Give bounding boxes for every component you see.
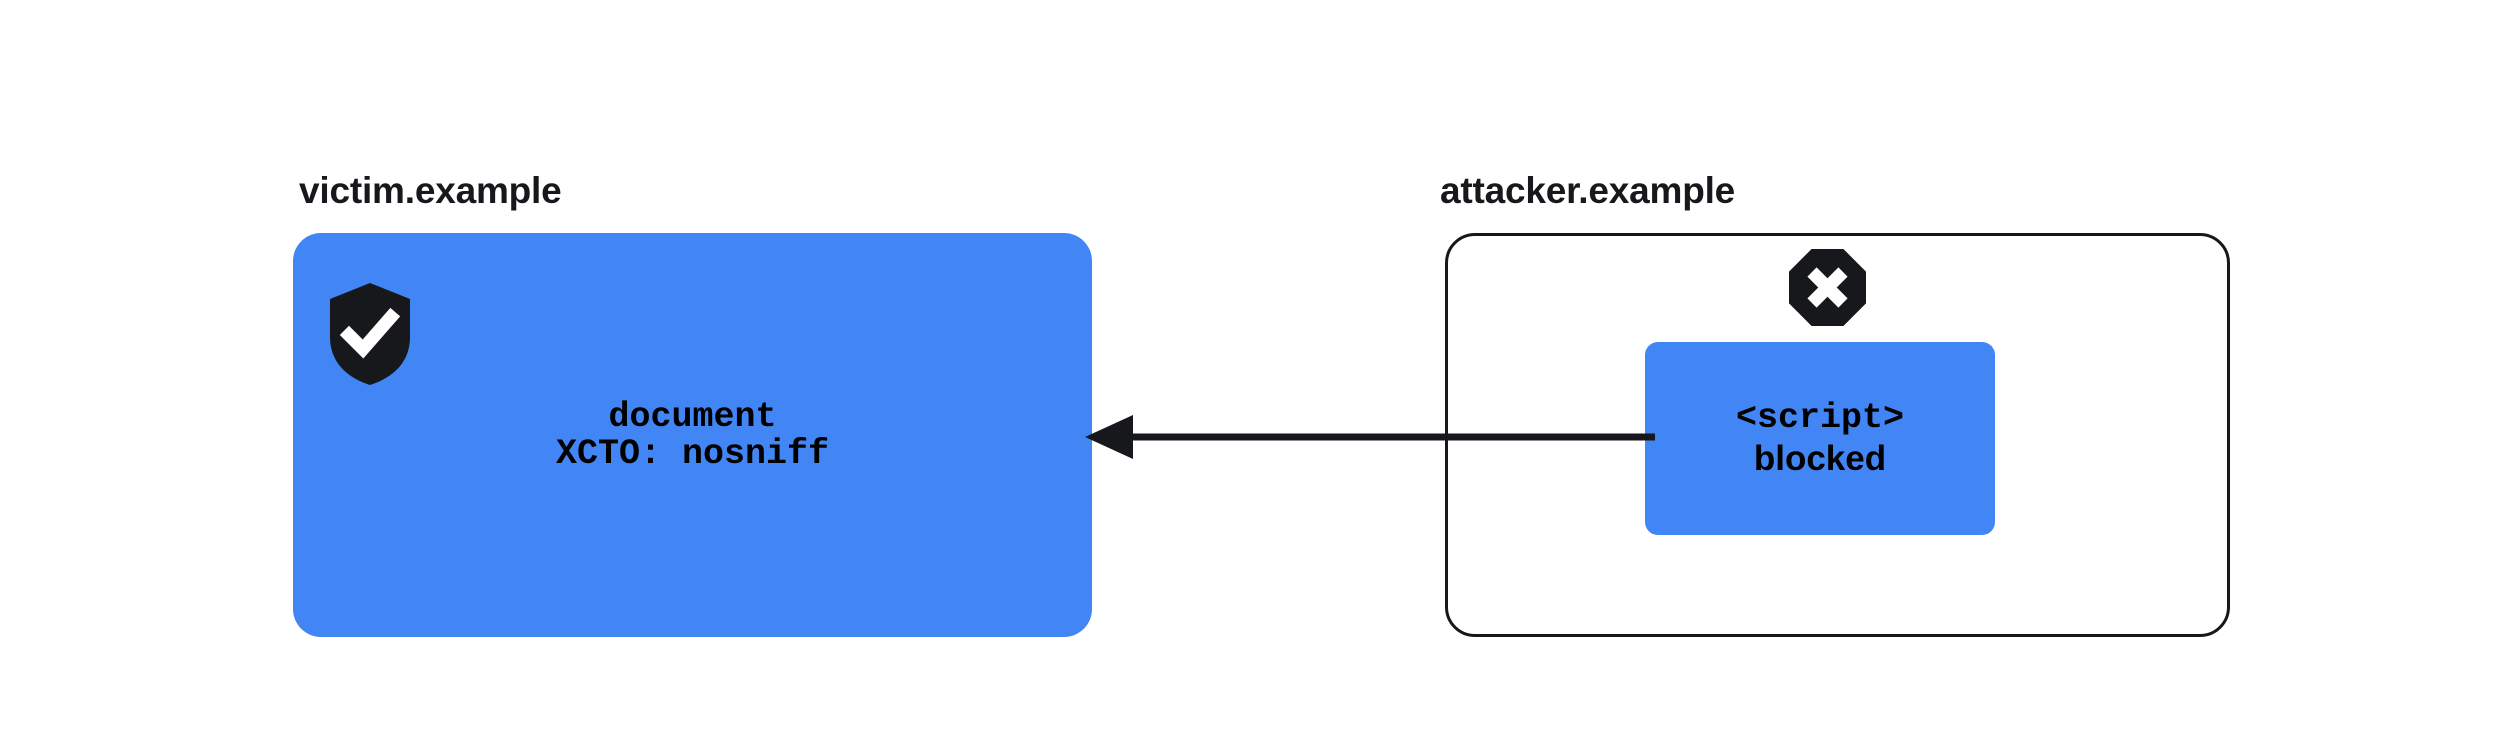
script-tag-label: <script> bbox=[1735, 398, 1905, 439]
victim-resource-text: document XCTO: nosniff bbox=[293, 233, 1092, 637]
blocked-script-node: <script> blocked bbox=[1645, 342, 1995, 535]
shield-check-icon bbox=[330, 283, 410, 385]
victim-origin-panel: document XCTO: nosniff bbox=[293, 233, 1092, 637]
victim-resource-name: document bbox=[608, 396, 777, 437]
octagon-x-icon bbox=[1789, 249, 1866, 326]
attacker-origin-label: attacker.example bbox=[1440, 170, 1736, 211]
victim-origin-label: victim.example bbox=[299, 170, 562, 211]
script-status-label: blocked bbox=[1753, 438, 1887, 478]
victim-resource-header: XCTO: nosniff bbox=[555, 434, 830, 474]
